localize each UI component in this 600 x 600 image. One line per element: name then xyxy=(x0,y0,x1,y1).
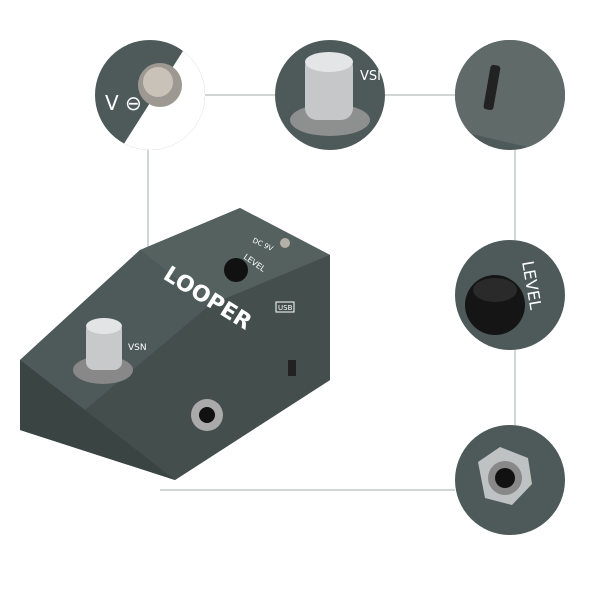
svg-text:VSN: VSN xyxy=(360,69,387,84)
footswitch xyxy=(86,322,122,370)
callout-level-knob: LEVEL xyxy=(455,240,565,350)
looper-pedal: DC 9V LEVEL LOOPER USB VSN xyxy=(20,208,330,480)
output-jack xyxy=(199,407,215,423)
led-icon xyxy=(280,238,290,248)
usb-port xyxy=(288,360,296,376)
brand-mark: VSN xyxy=(128,343,147,353)
svg-text:V ⊖: V ⊖ xyxy=(105,91,142,115)
level-knob xyxy=(224,258,248,282)
callout-footswitch: VSN xyxy=(275,40,387,150)
usb-label: USB xyxy=(278,304,293,312)
callout-output-jack xyxy=(455,425,565,535)
callout-usb-port xyxy=(455,40,565,150)
callout-power-led: V ⊖ xyxy=(95,40,205,150)
callout-lines xyxy=(147,94,516,491)
